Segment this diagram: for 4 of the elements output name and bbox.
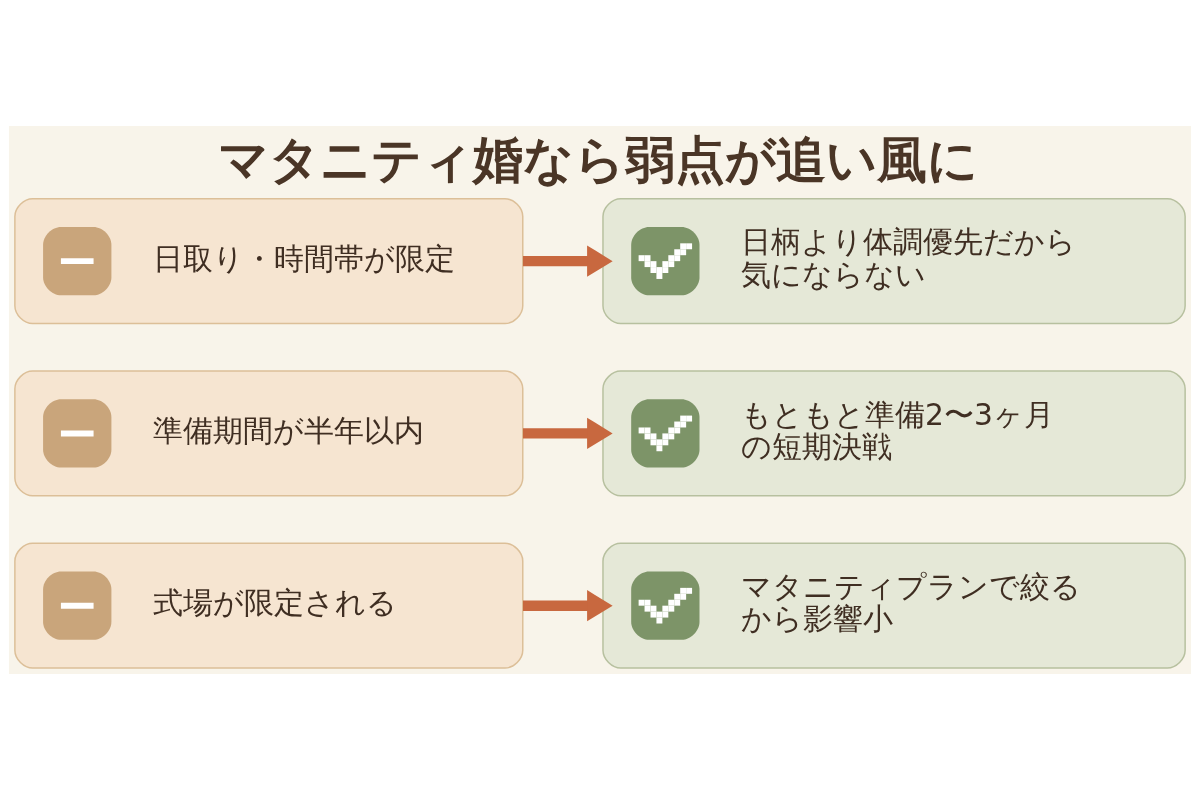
arrow <box>522 590 613 622</box>
arrow <box>522 245 613 277</box>
diagram-title: マタニティ婚なら弱点が追い風に <box>218 129 979 189</box>
arrow <box>522 417 613 450</box>
